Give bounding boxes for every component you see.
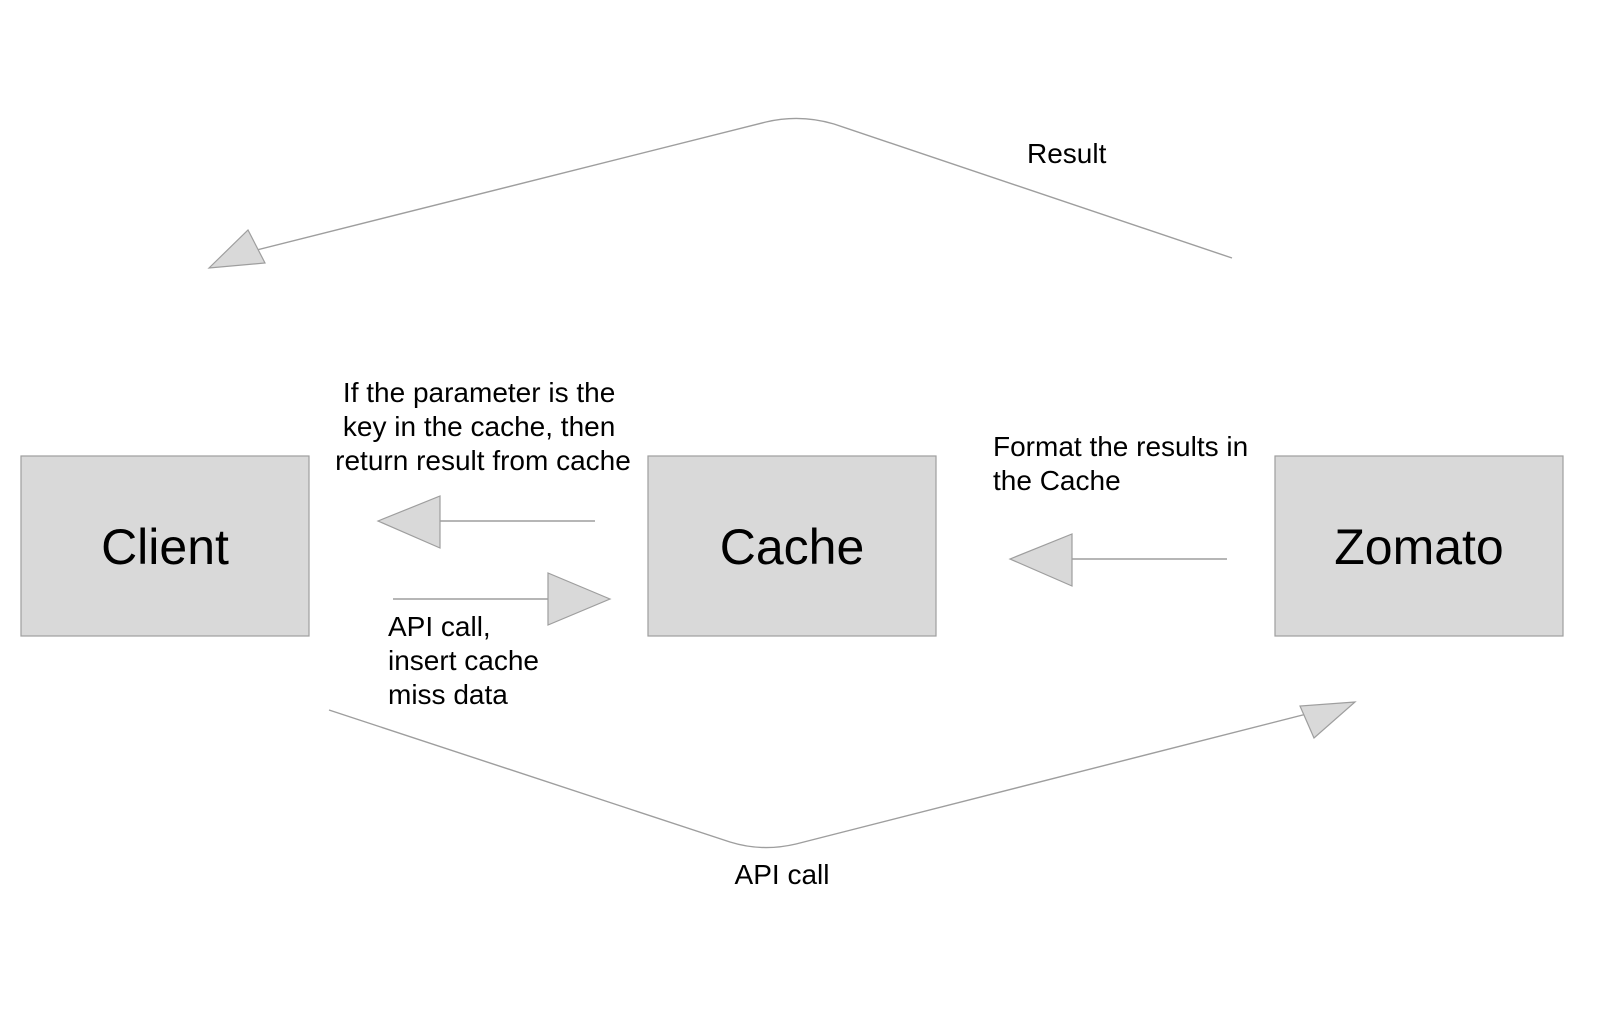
cache-miss-edge: API call, insert cache miss data bbox=[388, 572, 612, 710]
format-arrowhead bbox=[1008, 533, 1073, 587]
result-line bbox=[224, 117, 1233, 259]
cache-miss-arrowhead bbox=[547, 572, 612, 626]
cache-node: Cache bbox=[647, 455, 937, 637]
client-label: Client bbox=[101, 519, 229, 575]
client-node: Client bbox=[20, 455, 310, 637]
format-label: Format the results in the Cache bbox=[993, 431, 1256, 496]
zomato-node: Zomato bbox=[1274, 455, 1564, 637]
cache-label: Cache bbox=[720, 519, 865, 575]
cache-hit-edge: If the parameter is the key in the cache… bbox=[335, 377, 631, 549]
client-box bbox=[20, 455, 310, 637]
result-arrowhead bbox=[207, 229, 266, 269]
api-call-line bbox=[328, 705, 1339, 849]
api-call-arrowhead bbox=[1299, 701, 1357, 739]
result-edge: Result bbox=[207, 117, 1233, 269]
api-call-edge: API call bbox=[328, 701, 1357, 890]
cache-box bbox=[647, 455, 937, 637]
cache-hit-arrowhead bbox=[376, 495, 441, 549]
cache-miss-label: API call, insert cache miss data bbox=[388, 611, 547, 710]
zomato-box bbox=[1274, 455, 1564, 637]
zomato-label: Zomato bbox=[1334, 519, 1504, 575]
result-label: Result bbox=[1027, 138, 1107, 169]
api-call-label: API call bbox=[735, 859, 830, 890]
format-edge: Format the results in the Cache bbox=[993, 431, 1256, 587]
cache-hit-label: If the parameter is the key in the cache… bbox=[335, 377, 631, 476]
